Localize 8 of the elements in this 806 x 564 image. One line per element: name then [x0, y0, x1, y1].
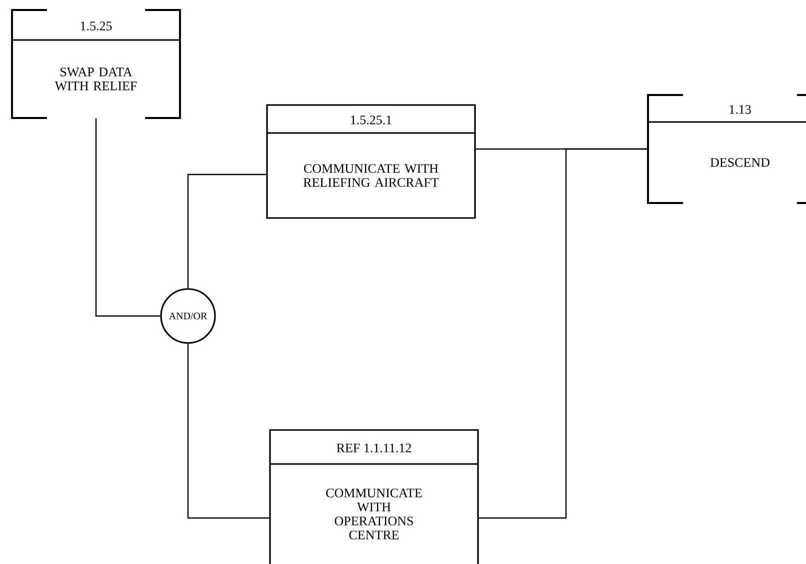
external-process-box: 1.13 DESCEND	[647, 94, 806, 204]
connector-line	[478, 148, 648, 519]
connector-line	[187, 174, 266, 288]
connector-line	[95, 118, 160, 317]
process-box: REF 1.1.11.12 COMMUNICATE WITH OPERATIONS CENTRE	[269, 429, 479, 564]
external-process-box: 1.5.25 SWAP DATA WITH RELIEF	[11, 9, 181, 119]
connector-line	[187, 344, 270, 519]
process-box: 1.5.25.1 COMMUNICATE WITH RELIEFING AIRCRAFT	[266, 104, 476, 219]
